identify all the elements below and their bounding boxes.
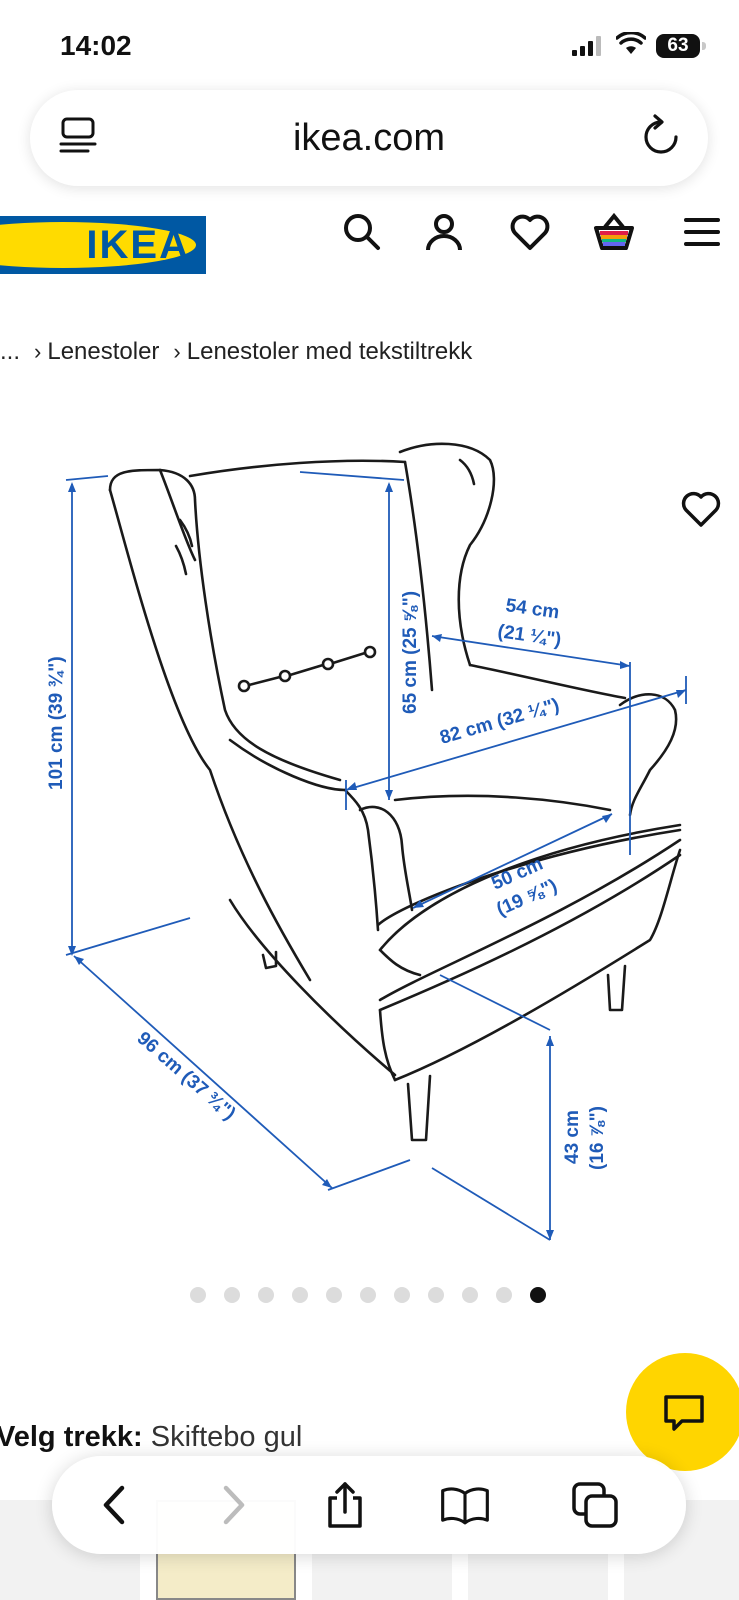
signal-icon <box>572 36 601 56</box>
tabs-icon[interactable] <box>58 116 98 158</box>
search-icon[interactable] <box>340 210 384 254</box>
variant-value: Skiftebo gul <box>150 1421 303 1453</box>
browser-toolbar <box>52 1456 686 1554</box>
dim-seat-top: 54 cm <box>504 595 560 623</box>
dim-width-total: 82 cm (32 ¼") <box>438 695 562 749</box>
carousel-dot-active[interactable] <box>530 1287 546 1303</box>
url-text[interactable]: ikea.com <box>292 117 446 159</box>
carousel-dot[interactable] <box>292 1287 308 1303</box>
user-icon[interactable] <box>422 210 466 254</box>
dim-depth-total: 96 cm (37 ¾") <box>133 1028 240 1125</box>
battery-indicator: 63 <box>656 34 706 58</box>
url-bar[interactable]: ikea.com <box>30 90 708 186</box>
status-time: 14:02 <box>60 30 132 61</box>
menu-icon[interactable] <box>680 210 724 254</box>
breadcrumb: ...›Lenestoler›Lenestoler med tekstiltre… <box>0 338 478 366</box>
tabs-overview-icon[interactable] <box>570 1480 620 1530</box>
carousel-dot[interactable] <box>224 1287 240 1303</box>
dim-back-height: 65 cm (25 ⅝") <box>400 591 421 714</box>
chat-icon <box>664 1395 704 1431</box>
back-icon[interactable] <box>90 1480 140 1530</box>
carousel-dot[interactable] <box>190 1287 206 1303</box>
wifi-icon <box>616 32 646 54</box>
share-icon[interactable] <box>320 1480 370 1530</box>
variant-label: Velg trekk: <box>0 1421 143 1453</box>
carousel-dot[interactable] <box>496 1287 512 1303</box>
carousel-dot[interactable] <box>462 1287 478 1303</box>
heart-icon[interactable] <box>508 210 552 254</box>
status-bar: 14:02 63 <box>0 0 739 88</box>
product-dimension-image[interactable]: 101 cm (39 ¾") 65 cm (25 ⅝") 54 cm (21 ¼… <box>0 420 739 1280</box>
carousel-dot[interactable] <box>258 1287 274 1303</box>
logo-text: IKEA <box>86 223 190 267</box>
breadcrumb-item[interactable]: Lenestoler <box>47 338 160 365</box>
ikea-logo[interactable]: IKEA <box>0 216 206 274</box>
chevron-right-icon: › <box>34 339 42 364</box>
breadcrumb-item[interactable]: Lenestoler med tekstiltrekk <box>186 338 473 365</box>
chevron-right-icon: › <box>173 339 181 364</box>
chat-button[interactable] <box>626 1353 739 1471</box>
carousel-dot[interactable] <box>360 1287 376 1303</box>
breadcrumb-ellipsis[interactable]: ... <box>0 338 21 365</box>
favorite-heart-icon[interactable] <box>680 490 722 530</box>
carousel-dot[interactable] <box>428 1287 444 1303</box>
dim-seat-height-in: (16 ⅞") <box>587 1106 608 1170</box>
carousel-dot[interactable] <box>326 1287 342 1303</box>
dim-seat-height: 43 cm <box>562 1110 583 1164</box>
basket-icon[interactable] <box>592 210 636 254</box>
dim-height-total: 101 cm (39 ¾") <box>46 656 67 790</box>
variant-selector-label: Velg trekk: Skiftebo gul <box>0 1421 302 1454</box>
forward-icon[interactable] <box>208 1480 258 1530</box>
bookmarks-icon[interactable] <box>440 1480 490 1530</box>
carousel-dot[interactable] <box>394 1287 410 1303</box>
reload-icon[interactable] <box>640 114 682 160</box>
